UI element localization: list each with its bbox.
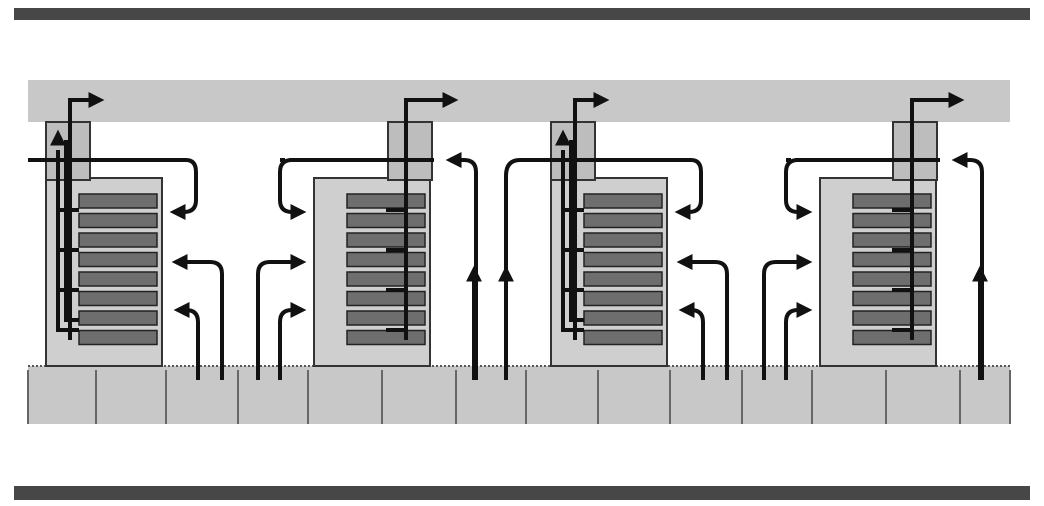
server-unit xyxy=(346,232,426,248)
rack-internal-flow xyxy=(561,150,584,332)
cold-intake-arrow xyxy=(173,302,200,380)
server-unit xyxy=(583,271,663,287)
server-unit xyxy=(346,271,426,287)
raised-floor xyxy=(27,365,1011,424)
server-unit xyxy=(78,212,158,229)
bottom-frame-bar xyxy=(14,486,1030,500)
cold-intake-arrow xyxy=(762,254,813,380)
aisle-riser-to-duct-arrow xyxy=(504,158,548,272)
exhaust-up-arrow xyxy=(404,92,459,340)
rack-exhaust-duct xyxy=(387,121,433,181)
server-unit xyxy=(78,290,158,307)
cold-intake-arrow xyxy=(678,302,705,380)
server-unit xyxy=(583,232,663,248)
cold-intake-arrow xyxy=(278,302,307,380)
server-unit xyxy=(346,212,426,229)
server-unit xyxy=(346,329,426,346)
server-unit xyxy=(583,290,663,307)
server-unit xyxy=(852,212,932,229)
exhaust-up-arrow xyxy=(573,92,610,340)
server-unit xyxy=(583,329,663,346)
server-unit xyxy=(852,290,932,307)
server-unit xyxy=(78,193,158,209)
server-unit xyxy=(78,329,158,346)
server-unit xyxy=(346,290,426,307)
server-unit xyxy=(78,310,158,326)
cold-intake-arrow xyxy=(256,254,307,380)
server-unit xyxy=(583,212,663,229)
recirculation-arrow xyxy=(537,158,703,220)
floor-base xyxy=(28,366,1010,424)
rack-internal-flow xyxy=(56,150,79,332)
server-unit xyxy=(852,329,932,346)
return-riser-arrow xyxy=(445,152,478,380)
server-unit xyxy=(346,251,426,268)
server-unit xyxy=(583,193,663,209)
server-exhaust-arrow xyxy=(64,140,79,322)
airflow-arrows xyxy=(28,92,988,380)
exhaust-up-arrow xyxy=(910,92,965,340)
server-unit xyxy=(78,232,158,248)
recirculation-arrow xyxy=(32,158,198,220)
server-exhaust-arrow xyxy=(569,140,584,322)
server-unit xyxy=(346,193,426,209)
server-unit xyxy=(852,193,932,209)
recirculation-arrow xyxy=(278,158,434,220)
server-unit xyxy=(852,232,932,248)
cold-intake-arrow xyxy=(784,302,813,380)
server-unit xyxy=(346,310,426,326)
ceiling-plenum xyxy=(28,80,1010,122)
server-unit xyxy=(78,271,158,287)
server-unit xyxy=(852,310,932,326)
cold-intake-arrow xyxy=(676,254,729,380)
exhaust-up-arrow xyxy=(68,92,105,340)
server-unit xyxy=(78,251,158,268)
recirculation-arrow xyxy=(784,158,940,220)
server-unit xyxy=(852,251,932,268)
rack-exhaust-duct xyxy=(892,121,938,181)
server-unit xyxy=(583,251,663,268)
top-frame-bar xyxy=(14,8,1030,20)
server-unit xyxy=(583,310,663,326)
server-unit xyxy=(852,271,932,287)
return-riser-arrow xyxy=(951,152,984,380)
cold-intake-arrow xyxy=(171,254,224,380)
